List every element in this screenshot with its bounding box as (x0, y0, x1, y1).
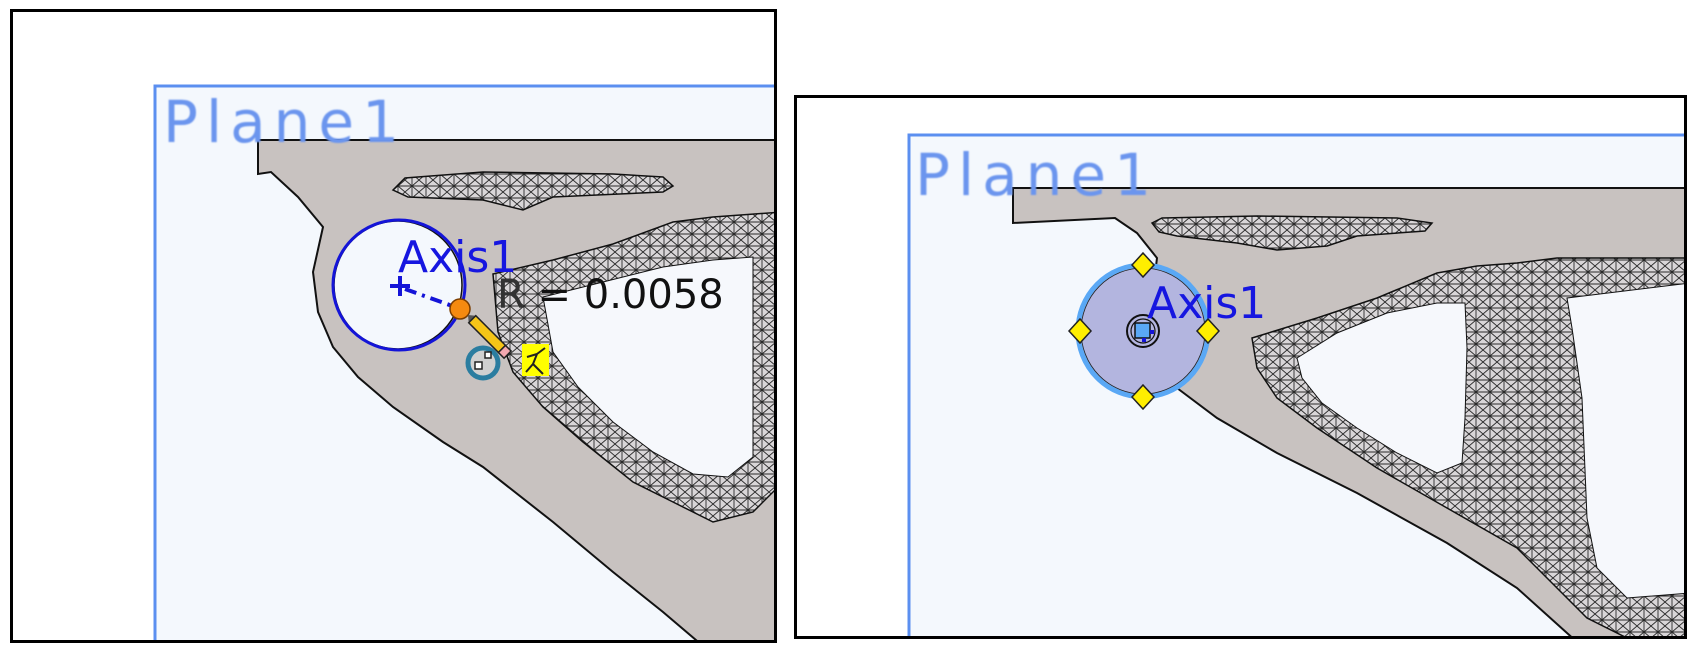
handle-top[interactable] (1130, 251, 1156, 279)
right-viewport[interactable]: Plane1 Axis1 (794, 95, 1687, 639)
coincident-relation-icon (522, 344, 549, 376)
dimension-equals: = (537, 272, 572, 318)
drag-point[interactable] (449, 298, 471, 320)
dimension-value: 0.0058 (583, 272, 724, 318)
center-point-icon[interactable] (390, 276, 410, 296)
top-slot-mesh (391, 171, 675, 211)
plane-label[interactable]: Plane1 (915, 141, 1159, 209)
handle-left[interactable] (1067, 317, 1093, 345)
axis-label[interactable]: Axis1 (398, 232, 518, 283)
radius-dimension: R = 0.0058 (497, 272, 724, 318)
cavity-hole (1296, 302, 1468, 474)
radius-line (404, 287, 459, 310)
center-point-icon[interactable] (1126, 314, 1160, 348)
top-slot-mesh (1150, 215, 1434, 251)
left-scene (153, 84, 774, 640)
handle-right[interactable] (1195, 317, 1221, 345)
cavity-hole (542, 256, 754, 478)
sketch-circle[interactable] (331, 218, 467, 352)
right-scene (907, 133, 1684, 636)
cavity-hole-2 (1566, 283, 1684, 599)
plane-label[interactable]: Plane1 (163, 88, 407, 156)
pencil-cursor-icon (467, 314, 513, 360)
dimension-prefix: R (497, 272, 525, 318)
axis-label[interactable]: Axis1 (1147, 278, 1267, 329)
left-viewport[interactable]: Plane1 Axis1 R = 0.0058 (10, 9, 777, 643)
circle-snap-icon (465, 345, 501, 381)
handle-bottom[interactable] (1130, 383, 1156, 411)
